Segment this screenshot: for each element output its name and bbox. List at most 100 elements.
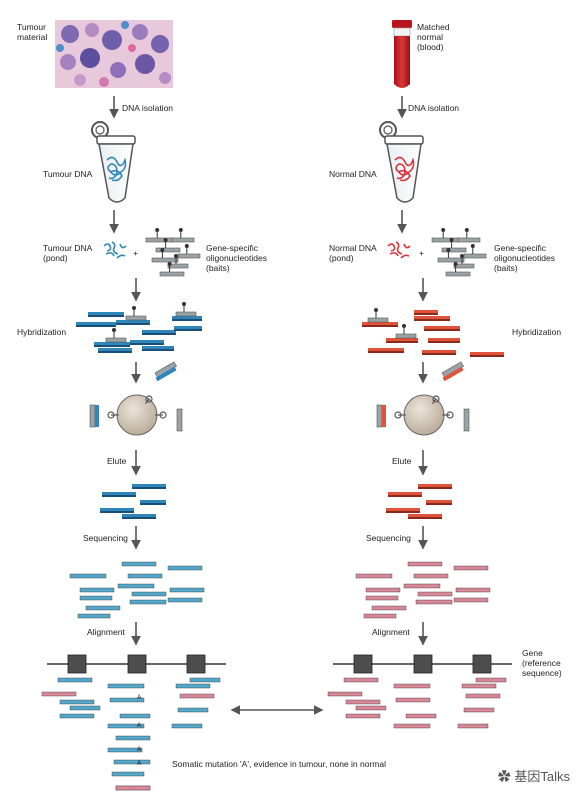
biotin-head	[174, 254, 178, 258]
sequencing-read	[371, 605, 407, 611]
captured-fragment	[130, 340, 164, 343]
bait-oligo	[177, 253, 201, 259]
watermark-icon: ✿	[497, 769, 515, 784]
bound-bait	[175, 311, 197, 317]
sequencing-read	[121, 561, 157, 567]
dna-fragment-strand	[102, 495, 136, 497]
sequencing-read	[407, 561, 443, 567]
aligned-read	[345, 713, 381, 719]
bait-oligo	[453, 263, 475, 269]
aligned-read	[109, 697, 145, 703]
dna-fragment-strand	[88, 315, 124, 317]
dna-fragment-strand	[424, 329, 460, 331]
biotin-head	[163, 238, 168, 242]
dna-fragment-strand	[408, 517, 442, 519]
bound-bait	[125, 315, 147, 321]
sequencing-read	[453, 565, 489, 571]
left-sequencing-label: Sequencing	[83, 533, 128, 543]
alignment-right-group	[327, 654, 512, 729]
captured-fragment	[172, 316, 202, 319]
dna-fragment-strand	[422, 353, 456, 355]
bait-oligo	[151, 257, 179, 263]
aligned-read	[171, 723, 203, 729]
biotin-head	[160, 248, 165, 252]
captured-fragment	[116, 320, 150, 323]
biotin-head	[446, 248, 451, 252]
aligned-read	[345, 699, 381, 705]
right-elute-label: Elute	[392, 456, 412, 466]
dna-fragment-strand	[94, 345, 130, 347]
eluted-fragment	[140, 500, 166, 503]
exon-block	[353, 654, 373, 674]
eluted-fragment	[426, 500, 452, 503]
aligned-read	[107, 723, 145, 729]
left-hybridization-label: Hybridization	[17, 327, 67, 337]
bead-bait	[89, 404, 96, 428]
bait-oligo	[437, 257, 465, 263]
aligned-read	[107, 683, 145, 689]
eluted-fragment	[388, 492, 422, 495]
eluted-fragment	[102, 492, 136, 495]
sequencing-read	[69, 573, 107, 579]
mutant-read	[111, 771, 145, 777]
biotin-head	[374, 308, 378, 312]
dna-fragment-strand	[172, 319, 202, 321]
sequencing-read	[167, 597, 203, 603]
hybridization-left-group	[76, 302, 202, 353]
normal-pond-label: Normal DNA (pond)	[329, 243, 377, 263]
dna-fragment-strand	[470, 355, 504, 357]
sequencing-read	[77, 613, 111, 619]
biotin-head	[470, 244, 475, 248]
captured-fragment	[368, 348, 404, 351]
bead-captured-fragment	[442, 366, 464, 382]
eluted-fragment	[122, 514, 156, 517]
sequencing-read	[363, 613, 397, 619]
aligned-read	[175, 683, 211, 689]
captured-fragment	[174, 326, 202, 329]
tumour-pond-label: Tumour DNA (pond)	[43, 243, 93, 263]
captured-fragment	[424, 326, 460, 329]
matched-normal-label: Matched normal (blood)	[417, 22, 450, 52]
biotin-head	[178, 228, 183, 232]
biotin-head	[453, 262, 458, 266]
aligned-read	[115, 785, 151, 791]
sequencing-read	[365, 587, 401, 593]
gene-reference-label: Gene (reference sequence)	[522, 648, 562, 678]
watermark: ✿ 基因Talks	[498, 766, 570, 785]
aligned-read	[461, 683, 497, 689]
tumour-dna-tube	[91, 121, 136, 203]
captured-fragment	[88, 312, 124, 315]
bait-oligo	[431, 237, 461, 243]
dna-fragment-strand	[386, 511, 420, 513]
bound-bait	[105, 337, 127, 343]
captured-fragment	[386, 338, 418, 341]
dna-fragment-strand	[132, 487, 166, 489]
sequencing-reads-left	[69, 561, 205, 619]
bead-bait	[376, 404, 383, 428]
biotin-head	[449, 238, 454, 242]
right-baits-label: Gene-specific oligonucleotides (baits)	[494, 243, 555, 273]
mutant-read	[113, 759, 151, 765]
bound-bait	[367, 317, 389, 323]
sequencing-read	[167, 565, 203, 571]
biotin-head	[112, 328, 116, 332]
aligned-read	[463, 707, 495, 713]
mutant-read	[107, 747, 143, 753]
aligned-read	[119, 713, 151, 719]
eluted-fragment	[100, 508, 134, 511]
sequencing-read	[415, 599, 453, 605]
aligned-read	[179, 693, 215, 699]
mutant-read	[115, 735, 151, 741]
aligned-read	[355, 705, 387, 711]
eluted-fragments-left	[100, 484, 166, 519]
tumour-dna-tube-label: Tumour DNA	[43, 169, 93, 179]
streptavidin-clamp	[107, 411, 115, 419]
left-dna-isolation-label: DNA isolation	[122, 103, 174, 113]
aligned-read	[465, 693, 501, 699]
dna-fragment-strand	[414, 319, 450, 321]
bait-oligo	[171, 237, 195, 243]
aligned-read	[69, 705, 101, 711]
sequencing-read	[79, 595, 113, 601]
exon-block	[413, 654, 433, 674]
